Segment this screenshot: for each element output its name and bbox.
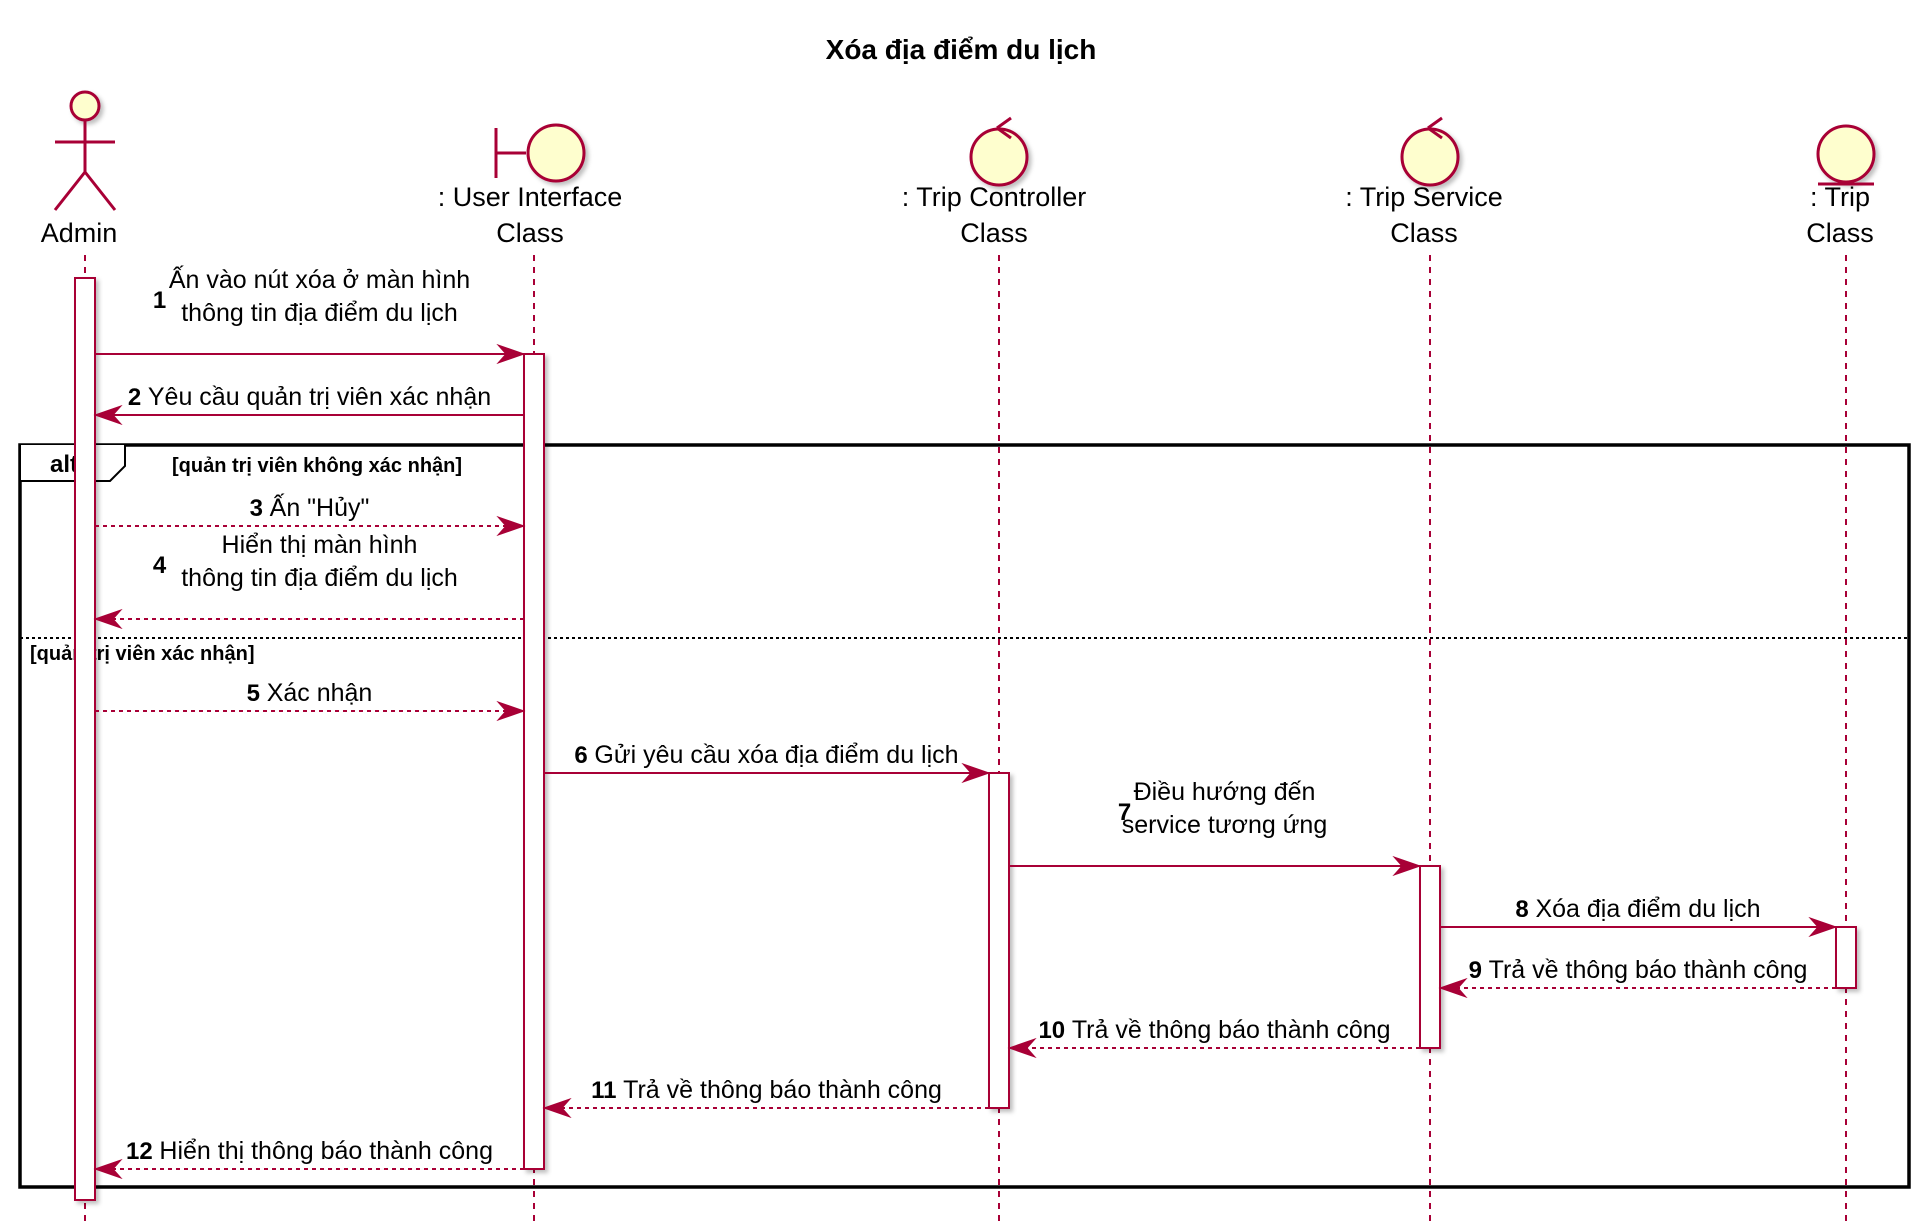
message-text: Yêu cầu quản trị viên xác nhận — [148, 383, 491, 411]
message-text: Gửi yêu cầu xóa địa điểm du lịch — [594, 741, 958, 769]
message-text: Điều hướng đến — [1134, 778, 1316, 806]
alt-guard-2: [quản trị viên xác nhận] — [30, 643, 254, 665]
participant-label-trip: Class — [1806, 218, 1874, 248]
participant-label-tc: : Trip Controller — [902, 182, 1087, 212]
message-label: 5 Xác nhận — [247, 679, 373, 707]
message-number: 2 — [128, 384, 148, 411]
message-label: 12 Hiển thị thông báo thành công — [126, 1137, 493, 1165]
message-text: thông tin địa điểm du lịch — [181, 564, 458, 592]
arrow-head-icon — [542, 1097, 572, 1119]
message-text: Hiển thị thông báo thành công — [159, 1137, 493, 1165]
participant-label-admin: Admin — [41, 218, 118, 248]
arrow-head-icon — [496, 515, 526, 537]
diagram-title: Xóa địa điểm du lịch — [826, 34, 1097, 65]
message-text: Trả về thông báo thành công — [1072, 1016, 1391, 1044]
arrow-head-icon — [1007, 1037, 1037, 1059]
message-label: 8 Xóa địa điểm du lịch — [1515, 895, 1760, 923]
arrow-head-icon — [496, 700, 526, 722]
participant-admin: Admin — [41, 90, 118, 248]
message-text: Xác nhận — [267, 679, 373, 707]
message-text: Trả về thông báo thành công — [1489, 956, 1808, 984]
message-number: 12 — [126, 1138, 159, 1165]
message-text: service tương ứng — [1122, 811, 1328, 839]
message-text: Trả về thông báo thành công — [623, 1076, 942, 1104]
arrow-head-icon — [1438, 977, 1468, 999]
message-number: 11 — [591, 1077, 623, 1104]
message-number: 4 — [153, 552, 167, 579]
activation-ts — [1419, 865, 1441, 1049]
participant-label-ts: : Trip Service — [1345, 182, 1503, 212]
message-number: 8 — [1515, 896, 1535, 923]
message-12: 12 Hiển thị thông báo thành công — [93, 1137, 524, 1180]
message-text: Ấn "Hủy" — [270, 493, 370, 522]
participant-label-ui: : User Interface — [438, 182, 623, 212]
message-9: 9 Trả về thông báo thành công — [1438, 956, 1836, 999]
activation-trip — [1835, 926, 1857, 989]
participant-label-ui: Class — [496, 218, 564, 248]
message-number: 5 — [247, 680, 267, 707]
boundary-icon — [526, 123, 586, 183]
participant-label-ts: Class — [1390, 218, 1458, 248]
arrow-head-icon — [961, 762, 991, 784]
arrow-head-icon — [1392, 855, 1422, 877]
control-icon — [1400, 127, 1460, 187]
actor-body — [53, 120, 117, 211]
alt-frame — [18, 443, 1911, 1189]
message-number: 6 — [574, 742, 594, 769]
message-number: 9 — [1469, 957, 1489, 984]
messages: 1Ấn vào nút xóa ở màn hình thông tin địa … — [93, 265, 1838, 1180]
alt-operator-label: alt — [50, 451, 78, 478]
participant-label-trip: : Trip — [1810, 182, 1870, 212]
message-text: Hiển thị màn hình — [222, 531, 418, 559]
message-5: 5 Xác nhận — [95, 679, 526, 722]
alt-fragment: alt [quản trị viên không xác nhận] [quản… — [18, 443, 1911, 1189]
message-number: 10 — [1038, 1017, 1071, 1044]
message-label: 2 Yêu cầu quản trị viên xác nhận — [128, 383, 491, 411]
message-label: 11 Trả về thông báo thành công — [591, 1076, 942, 1104]
message-number: 1 — [153, 287, 166, 314]
message-4: 4 Hiển thị màn hình thông tin địa điểm du … — [93, 531, 524, 630]
participant-label-tc: Class — [960, 218, 1028, 248]
activation-tc — [988, 772, 1010, 1109]
arrow-head-icon — [93, 608, 123, 630]
message-text: thông tin địa điểm du lịch — [181, 299, 458, 327]
message-number: 3 — [250, 495, 270, 522]
message-label: 6 Gửi yêu cầu xóa địa điểm du lịch — [574, 741, 958, 769]
message-8: 8 Xóa địa điểm du lịch — [1440, 895, 1838, 938]
actor-icon — [69, 90, 101, 122]
message-11: 11 Trả về thông báo thành công — [542, 1076, 989, 1119]
alt-operator-tab — [19, 445, 126, 482]
arrow-head-icon — [1808, 916, 1838, 938]
activation-admin — [74, 277, 96, 1201]
entity-icon — [1816, 124, 1876, 184]
message-10: 10 Trả về thông báo thành công — [1007, 1016, 1420, 1059]
control-arrow — [996, 116, 1012, 140]
message-label: 10 Trả về thông báo thành công — [1038, 1016, 1390, 1044]
arrow-head-icon — [93, 404, 123, 426]
message-1: 1Ấn vào nút xóa ở màn hình thông tin địa … — [95, 265, 526, 365]
message-2: 2 Yêu cầu quản trị viên xác nhận — [93, 383, 524, 426]
activation-bars — [74, 277, 1857, 1201]
message-6: 6 Gửi yêu cầu xóa địa điểm du lịch — [544, 741, 991, 784]
message-3: 3 Ấn "Hủy" — [95, 493, 526, 537]
message-text: Xóa địa điểm du lịch — [1535, 895, 1760, 923]
message-label: 9 Trả về thông báo thành công — [1469, 956, 1808, 984]
control-icon — [969, 127, 1029, 187]
activation-ui — [523, 353, 545, 1170]
arrow-head-icon — [93, 1158, 123, 1180]
message-text: Ấn vào nút xóa ở màn hình — [169, 265, 470, 294]
message-number: 7 — [1118, 799, 1131, 826]
control-arrow — [1427, 116, 1443, 140]
arrow-head-icon — [496, 343, 526, 365]
message-label: 3 Ấn "Hủy" — [250, 493, 370, 522]
alt-guard-1: [quản trị viên không xác nhận] — [172, 455, 462, 477]
